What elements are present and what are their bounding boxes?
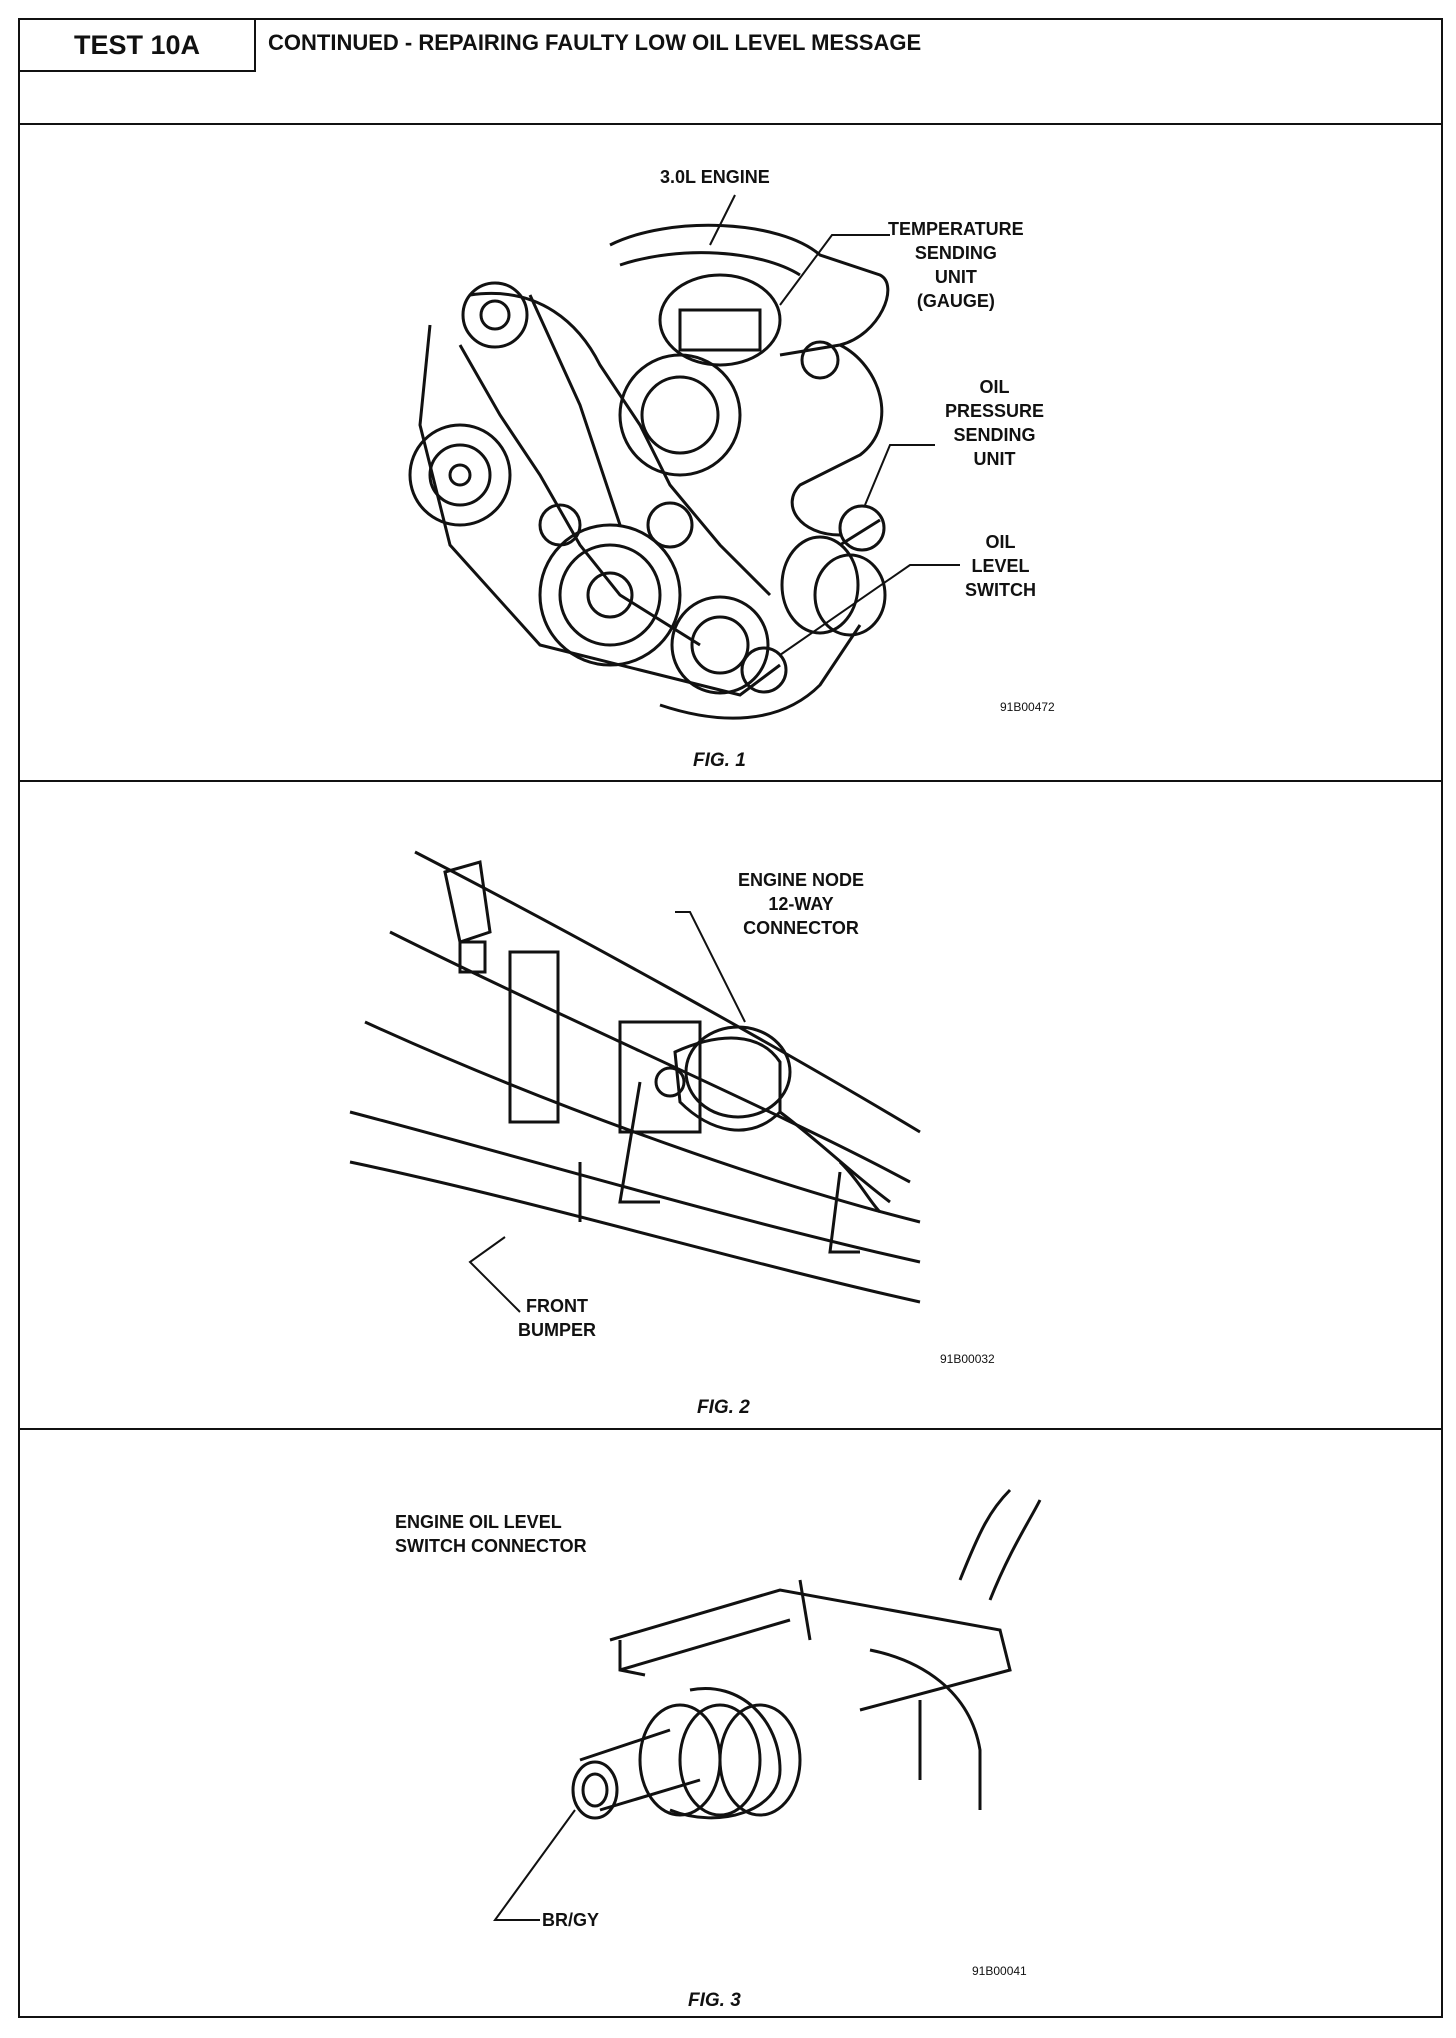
page-title: CONTINUED - REPAIRING FAULTY LOW OIL LEV… <box>268 30 922 55</box>
test-number: TEST 10A <box>20 20 256 72</box>
figure-caption: FIG. 1 <box>693 750 746 771</box>
figure-caption: FIG. 2 <box>697 1397 750 1418</box>
engine-illustration <box>408 194 960 720</box>
page-header: TEST 10A CONTINUED - REPAIRING FAULTY LO… <box>20 20 1441 125</box>
figure-1-panel: 3.0L ENGINE TEMPERATURE SENDING UNIT (GA… <box>20 125 1441 782</box>
figure-code: 91B00032 <box>940 1352 995 1366</box>
figure-code: 91B00472 <box>1000 700 1055 714</box>
oil-level-switch-connector-illustration <box>493 1488 1042 1921</box>
engine-node-connector-label: ENGINE NODE 12-WAY CONNECTOR <box>738 870 865 938</box>
figure-2-panel: ENGINE NODE 12-WAY CONNECTOR FRONT BUMPE… <box>20 782 1441 1430</box>
temperature-sending-unit-label: TEMPERATURE SENDING UNIT (GAUGE) <box>888 219 1024 311</box>
oil-level-switch-connector-label: ENGINE OIL LEVEL SWITCH CONNECTOR <box>395 1512 587 1556</box>
figure-code: 91B00041 <box>972 1964 1027 1978</box>
figure-caption: FIG. 3 <box>688 1990 741 2011</box>
front-bumper-label: FRONT BUMPER <box>518 1296 597 1340</box>
oil-level-switch-label: OIL LEVEL SWITCH <box>965 532 1036 600</box>
oil-pressure-sending-unit-label: OIL PRESSURE SENDING UNIT <box>945 377 1045 469</box>
manual-page: TEST 10A CONTINUED - REPAIRING FAULTY LO… <box>18 18 1443 2018</box>
figure-3-panel: ENGINE OIL LEVEL SWITCH CONNECTOR BR/GY … <box>20 1430 1441 2018</box>
front-bumper-illustration <box>349 850 921 1313</box>
engine-label: 3.0L ENGINE <box>660 167 770 187</box>
wire-color-label: BR/GY <box>542 1910 600 1930</box>
